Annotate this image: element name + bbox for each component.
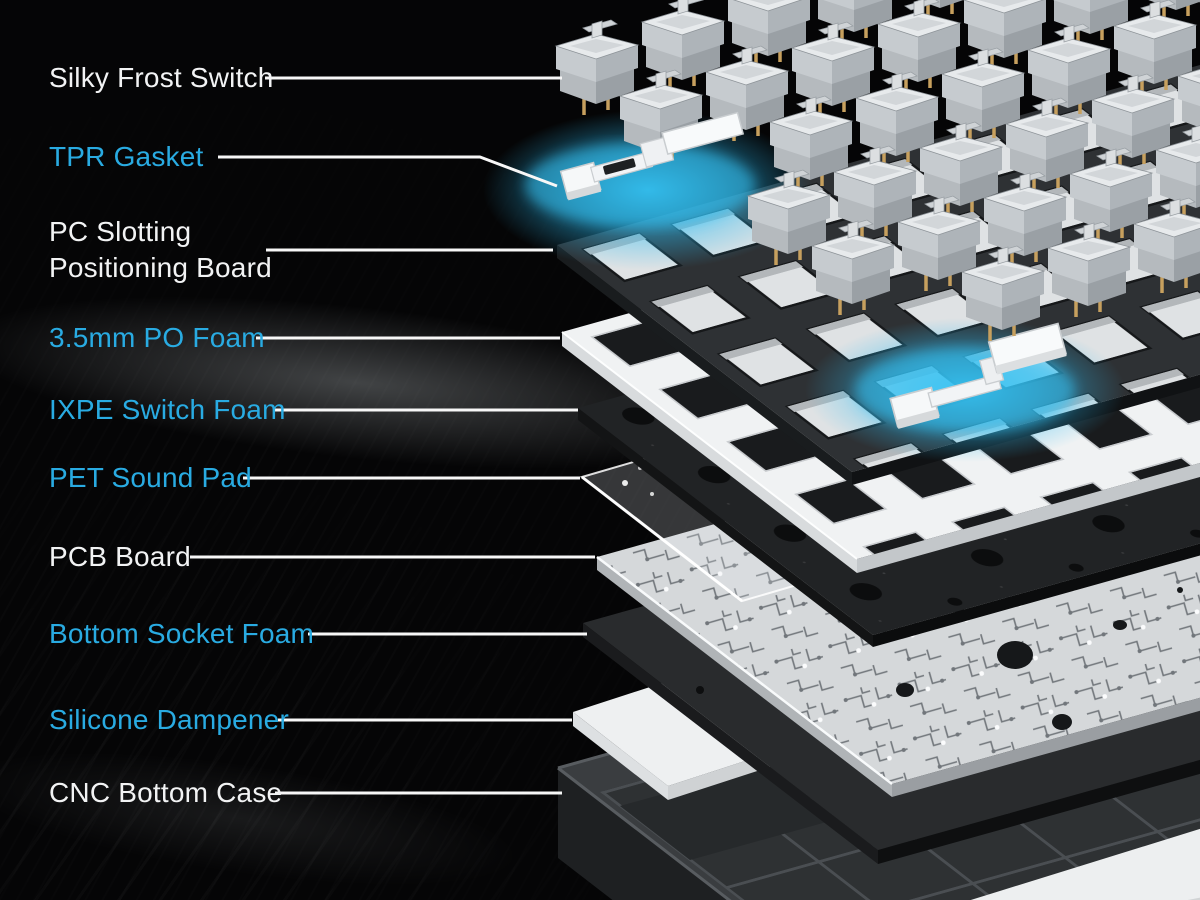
- label-bottom-socket-foam: Bottom Socket Foam: [49, 618, 315, 649]
- label-pet-sound-pad: PET Sound Pad: [49, 462, 252, 493]
- tpr-gasket-1: [559, 111, 745, 201]
- label-pcb-board: PCB Board: [49, 541, 191, 572]
- tpr-gasket-2: [805, 318, 1125, 462]
- label-pc-slotting-line1: PC Slotting: [49, 216, 192, 247]
- label-pc-slotting-line2: Positioning Board: [49, 252, 272, 283]
- label-silicone-dampener: Silicone Dampener: [49, 704, 289, 735]
- label-ixpe-switch-foam: IXPE Switch Foam: [49, 394, 286, 425]
- leader-tpr-gasket: [218, 155, 558, 188]
- label-tpr-gasket: TPR Gasket: [49, 141, 204, 172]
- label-cnc-bottom-case: CNC Bottom Case: [49, 777, 283, 808]
- label-pc-slotting-positioning-board: PC Slotting Positioning Board: [49, 214, 272, 286]
- tpr-gasket-1-glow: [483, 110, 813, 270]
- label-silky-frost-switch: Silky Frost Switch: [49, 62, 274, 93]
- label-po-foam: 3.5mm PO Foam: [49, 322, 265, 353]
